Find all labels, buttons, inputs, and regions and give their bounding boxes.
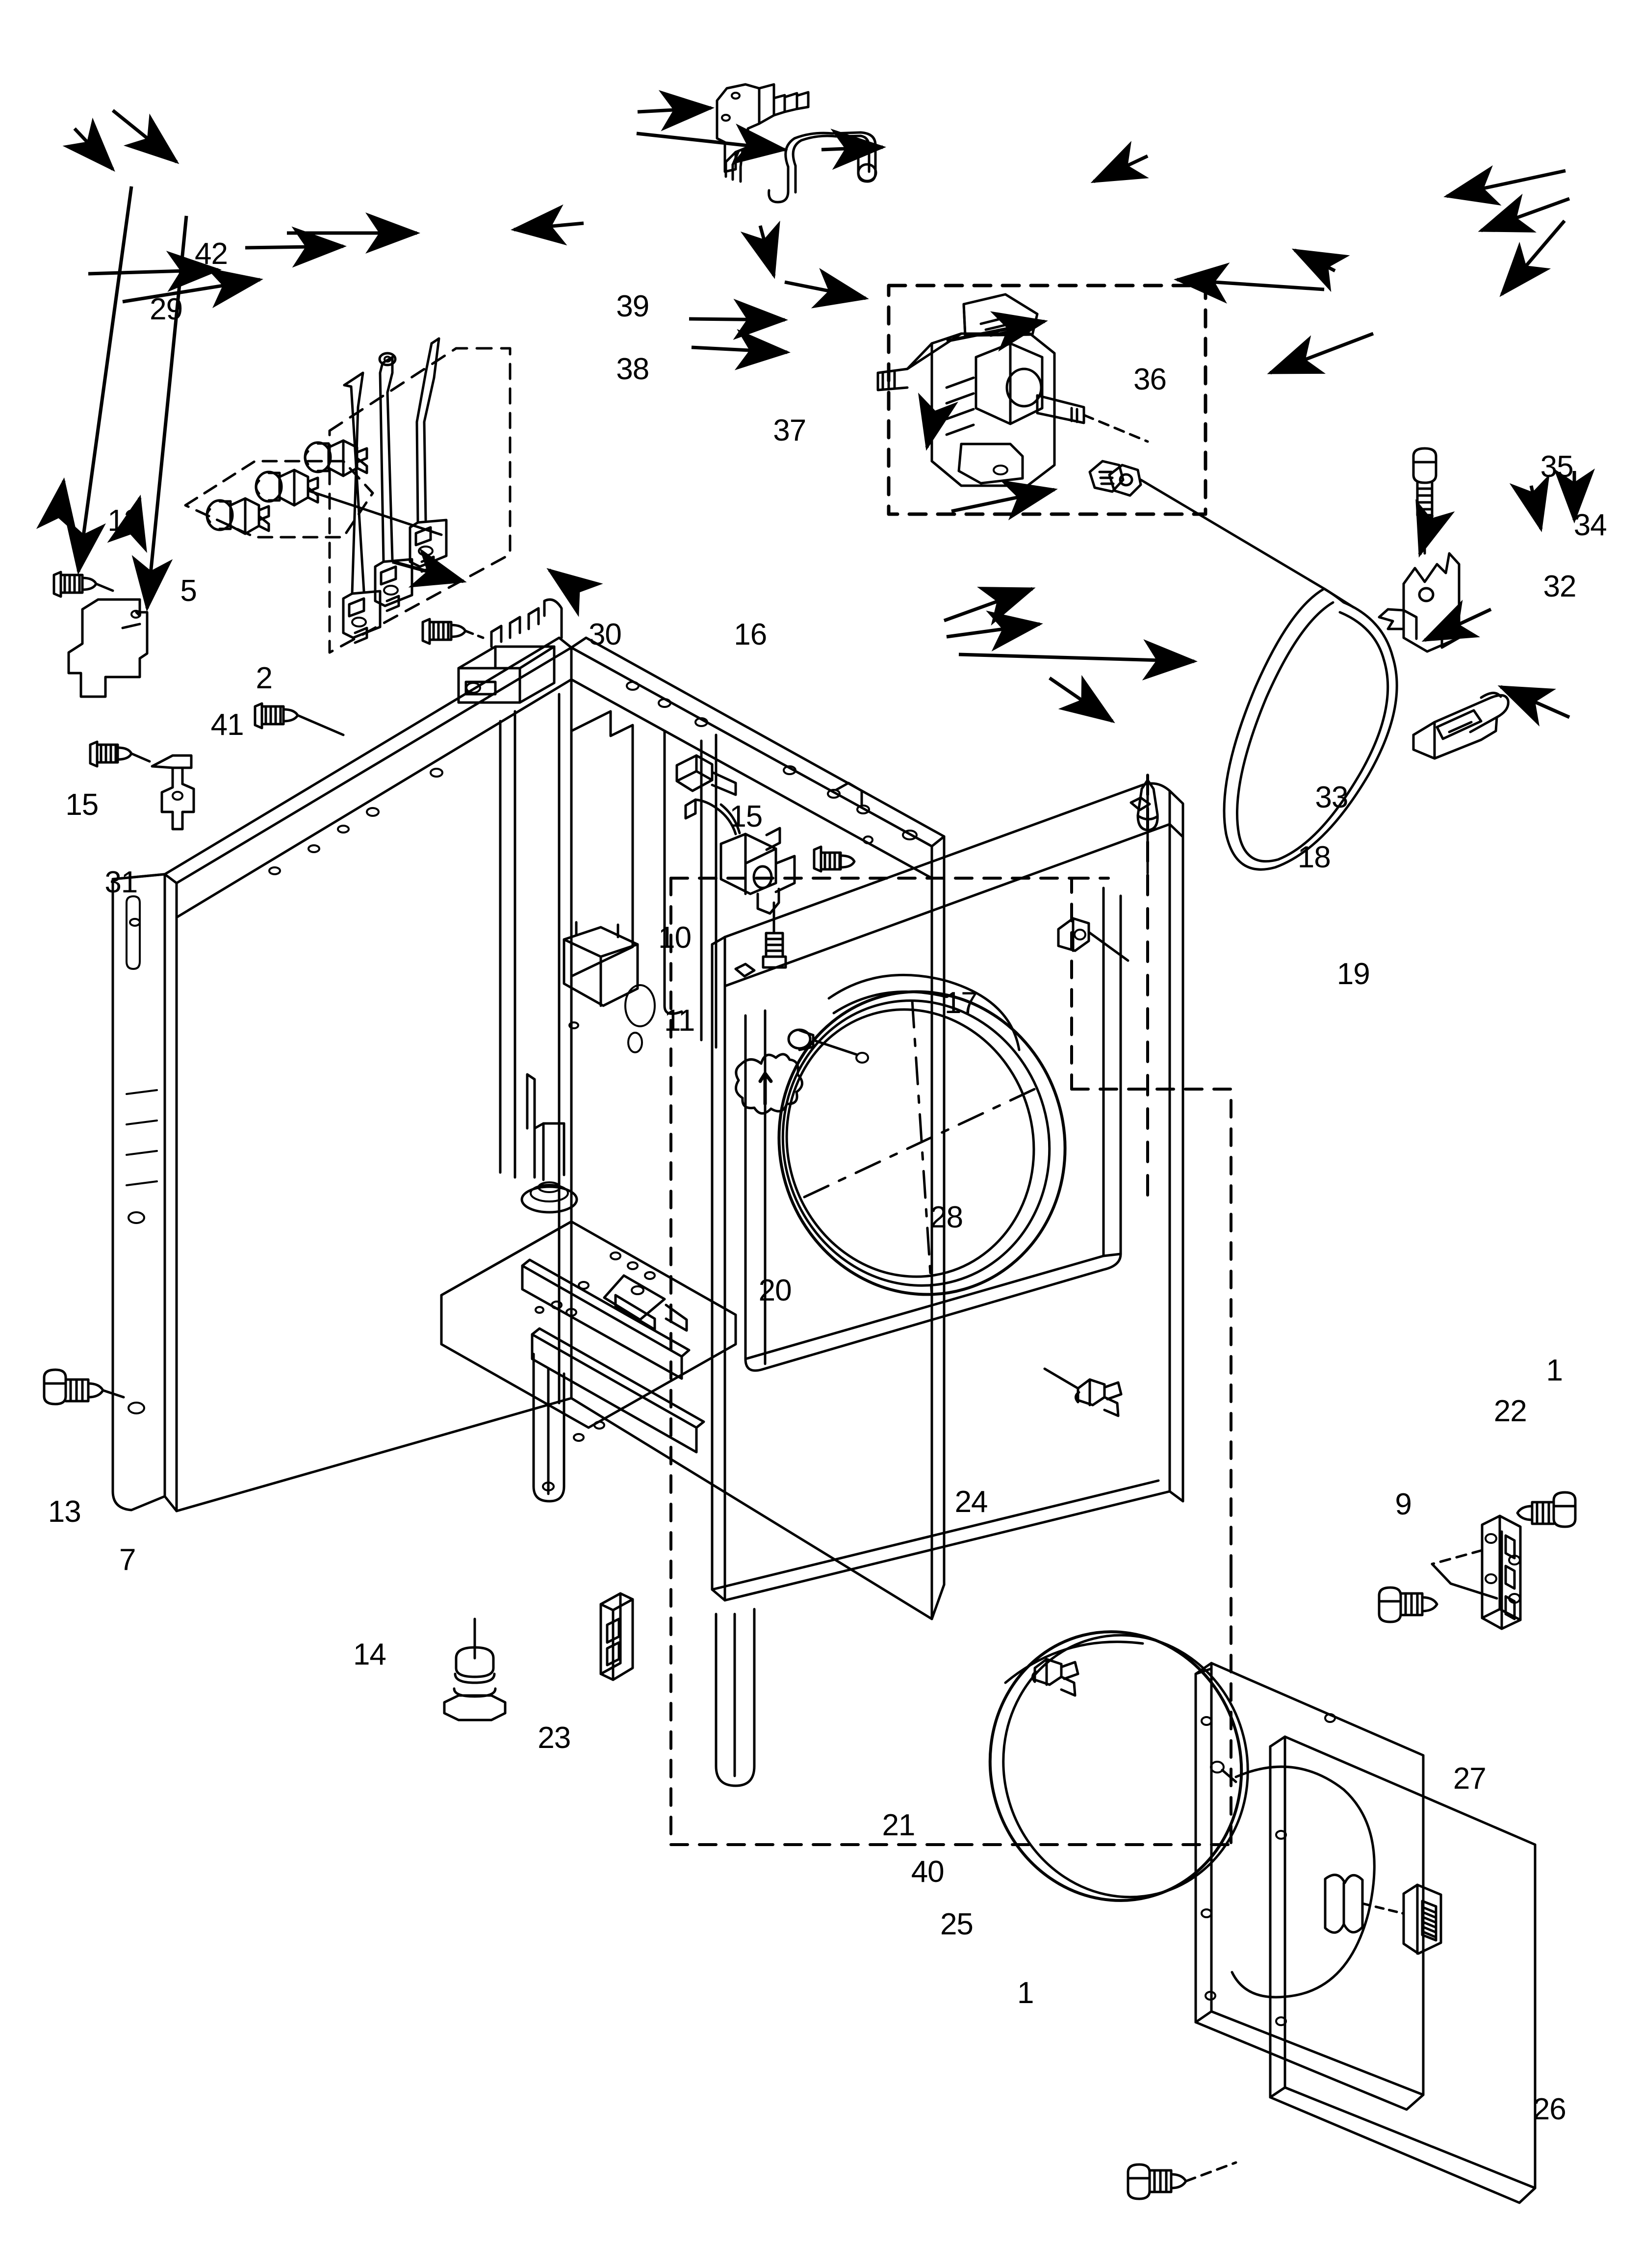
callout-number-27: 27 [1453, 1762, 1487, 1796]
callout-number-23: 23 [538, 1721, 571, 1755]
hinge-screw [1378, 1586, 1438, 1623]
callout-number-9: 9 [1395, 1487, 1411, 1522]
callout-number-13: 13 [107, 503, 141, 538]
callout-number-15: 15 [729, 800, 763, 834]
callout-number-25: 25 [940, 1907, 974, 1942]
callout-number-37: 37 [773, 413, 806, 447]
push-to-start-switch [457, 598, 563, 704]
front-panel [711, 782, 1184, 1602]
callout-number-19: 19 [1336, 957, 1370, 991]
front-panel-bracket [1057, 917, 1129, 962]
callout-number-1: 1 [1546, 1354, 1563, 1388]
drive-belt [1223, 587, 1398, 871]
callout-number-17: 17 [944, 986, 978, 1020]
callout-number-24: 24 [954, 1485, 988, 1519]
callout-number-36: 36 [1133, 362, 1167, 396]
callout-number-33: 33 [1315, 781, 1348, 815]
terminal-block-harness [328, 337, 512, 654]
callout-number-31: 31 [104, 865, 138, 899]
idler-bracket [1378, 552, 1461, 653]
cabinet-screw-right [813, 835, 873, 873]
callout-number-7: 7 [119, 1543, 136, 1577]
callout-number-14: 14 [353, 1638, 386, 1672]
door-handle [1324, 1874, 1442, 1955]
drive-motor [876, 293, 1149, 487]
push-pin [1136, 779, 1159, 875]
wire-retainer [768, 131, 877, 204]
seal-screw [735, 1028, 869, 1115]
motor-pulley-nut [1088, 460, 1326, 590]
callout-number-21: 21 [882, 1808, 915, 1843]
cabinet-clip-screw [254, 702, 345, 736]
console-switch-group [184, 439, 443, 539]
door-screw-upper [1516, 1491, 1577, 1528]
cabinet-body [111, 636, 946, 1787]
door-screw-lower [1127, 2161, 1237, 2200]
switch-mount-screw [421, 618, 485, 645]
callout-number-26: 26 [1533, 2092, 1566, 2127]
callout-number-41: 41 [210, 707, 244, 742]
callout-number-11: 11 [664, 1004, 695, 1038]
ground-clip [151, 754, 195, 831]
door-seal [988, 1630, 1249, 1902]
callout-number-20: 20 [758, 1273, 792, 1307]
callout-number-5: 5 [180, 574, 197, 608]
leveling-leg [443, 1617, 507, 1721]
callout-number-28: 28 [930, 1200, 963, 1235]
callout-number-35: 35 [1540, 450, 1574, 484]
callout-number-32: 32 [1543, 569, 1577, 603]
callout-number-13: 13 [48, 1495, 81, 1529]
callout-number-10: 10 [658, 920, 692, 955]
door-switch-screw [762, 901, 787, 969]
callout-number-15: 15 [65, 788, 99, 822]
callout-number-30: 30 [588, 617, 622, 652]
callout-number-29: 29 [150, 292, 183, 327]
door-clip [1031, 1658, 1079, 1697]
door-switch [675, 754, 796, 915]
callout-number-22: 22 [1493, 1394, 1527, 1429]
drum-seal [777, 973, 1067, 1297]
side-panel-screw [43, 1368, 125, 1406]
callout-number-42: 42 [195, 237, 228, 271]
motor-dashed-enclosure [887, 284, 1207, 516]
callout-number-18: 18 [1297, 840, 1331, 875]
panel-clip [1043, 1367, 1123, 1417]
idler-pulley [1412, 692, 1510, 760]
callout-number-34: 34 [1573, 508, 1607, 542]
callout-number-1: 1 [1017, 1976, 1034, 2010]
callout-number-39: 39 [616, 289, 649, 324]
callout-number-16: 16 [734, 617, 767, 652]
callout-number-40: 40 [911, 1855, 945, 1889]
cabinet-screw-left [89, 740, 151, 768]
callout-number-38: 38 [616, 352, 649, 386]
door-hinge [1431, 1514, 1522, 1630]
door-outer-panel [1269, 1735, 1537, 2204]
callout-number-2: 2 [256, 661, 272, 695]
door-inner-panel [1194, 1662, 1425, 2111]
left-bracket [67, 598, 149, 698]
bracket-screw-upper [52, 571, 114, 598]
